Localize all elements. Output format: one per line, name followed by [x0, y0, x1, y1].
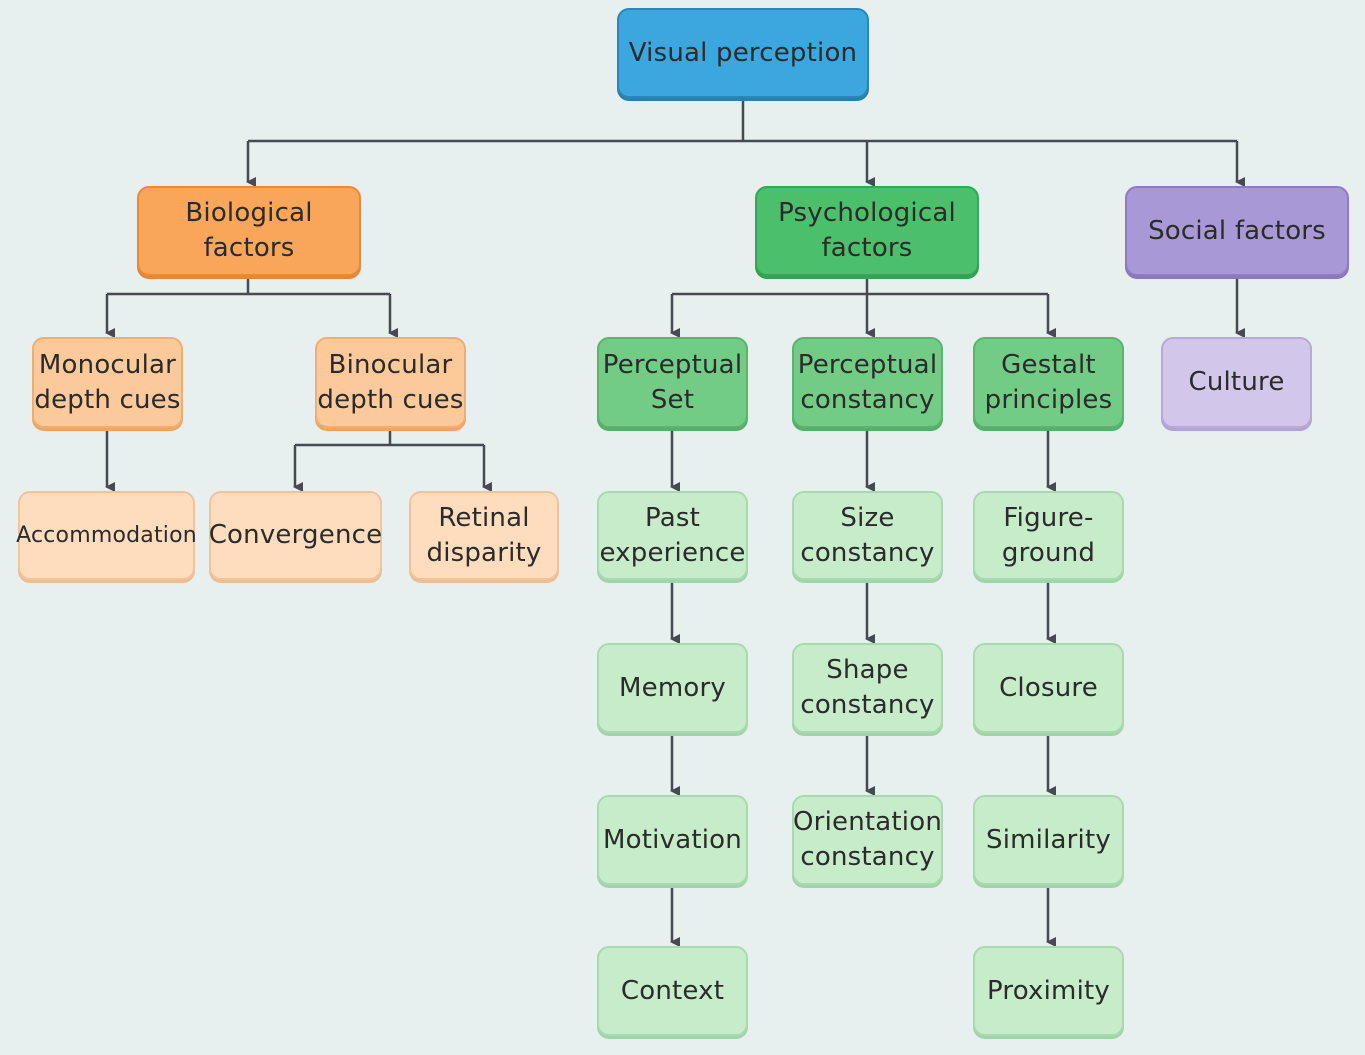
node-label: Biological factors: [185, 198, 313, 263]
node-perceptual-set[interactable]: Perceptual Set: [597, 337, 748, 428]
node-label: Perceptual constancy: [797, 349, 938, 415]
node-label: Motivation: [603, 824, 742, 855]
node-label: Accommodation: [16, 523, 197, 548]
node-label: Proximity: [987, 975, 1110, 1006]
node-perceptual-constancy[interactable]: Perceptual constancy: [792, 337, 943, 428]
node-label: Shape constancy: [800, 655, 935, 720]
node-label: Convergence: [208, 520, 383, 550]
node-label: Context: [620, 975, 725, 1006]
node-context[interactable]: Context: [597, 946, 748, 1036]
node-shape-constancy[interactable]: Shape constancy: [792, 643, 943, 733]
node-convergence[interactable]: Convergence: [209, 491, 382, 580]
node-label: Past experience: [599, 502, 746, 568]
node-label: Perceptual Set: [602, 349, 743, 415]
node-biological-factors[interactable]: Biological factors: [137, 186, 361, 276]
node-label: Size constancy: [800, 502, 935, 568]
node-gestalt-principles[interactable]: Gestalt principles: [973, 337, 1124, 428]
node-memory[interactable]: Memory: [597, 643, 748, 733]
node-psychological-factors[interactable]: Psychological factors: [755, 186, 979, 276]
node-culture[interactable]: Culture: [1161, 337, 1312, 428]
node-label: Memory: [619, 672, 726, 703]
node-label: Gestalt principles: [984, 349, 1113, 415]
node-visual-perception[interactable]: Visual perception: [617, 8, 869, 98]
node-past-experience[interactable]: Past experience: [597, 491, 748, 580]
node-retinal-disparity[interactable]: Retinal disparity: [409, 491, 559, 580]
node-binocular-depth-cues[interactable]: Binocular depth cues: [315, 337, 466, 428]
node-label: Culture: [1188, 367, 1285, 397]
node-figure-ground[interactable]: Figure- ground: [973, 491, 1124, 580]
node-motivation[interactable]: Motivation: [597, 795, 748, 885]
node-monocular-depth-cues[interactable]: Monocular depth cues: [32, 337, 183, 428]
node-label: Social factors: [1148, 215, 1326, 246]
node-label: Monocular depth cues: [34, 349, 181, 415]
node-label: Psychological factors: [778, 198, 956, 263]
node-accommodation[interactable]: Accommodation: [16, 491, 197, 580]
node-social-factors[interactable]: Social factors: [1125, 186, 1349, 276]
node-closure[interactable]: Closure: [973, 643, 1124, 733]
node-orientation-constancy[interactable]: Orientation constancy: [792, 795, 943, 885]
node-label: Figure- ground: [1001, 502, 1096, 568]
node-label: Binocular depth cues: [317, 349, 464, 415]
node-proximity[interactable]: Proximity: [973, 946, 1124, 1036]
node-label: Retinal disparity: [426, 502, 542, 568]
node-label: Closure: [999, 672, 1098, 703]
node-size-constancy[interactable]: Size constancy: [792, 491, 943, 580]
node-label: Visual perception: [628, 37, 858, 68]
node-label: Similarity: [986, 824, 1111, 855]
node-label: Orientation constancy: [793, 807, 942, 872]
node-similarity[interactable]: Similarity: [973, 795, 1124, 885]
